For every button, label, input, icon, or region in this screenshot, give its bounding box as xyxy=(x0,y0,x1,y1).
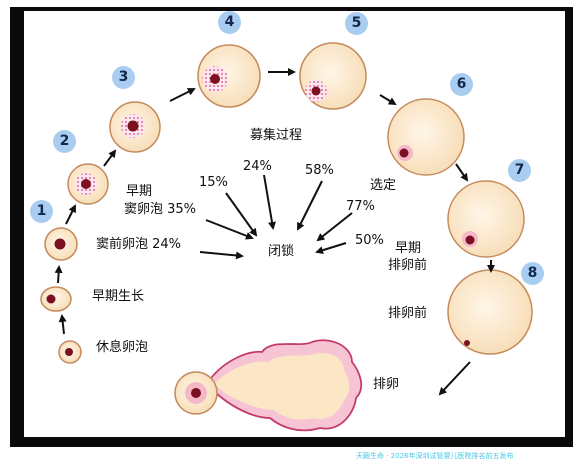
ruptured-follicle xyxy=(174,339,363,432)
label-pct-58: 58% xyxy=(305,163,334,178)
label-selection: 选定 xyxy=(370,178,397,193)
stage-badge-4: 4 xyxy=(218,11,241,34)
label-pct-77: 77% xyxy=(346,199,375,214)
label-pct-50: 50% xyxy=(355,233,384,248)
growth-arrows xyxy=(54,68,495,396)
stage-badge-5: 5 xyxy=(345,12,368,35)
atresia-arrows xyxy=(199,174,353,260)
follicle-preantral xyxy=(44,227,78,261)
label-pct-15: 15% xyxy=(199,175,228,190)
label-resting: 休息卵泡 xyxy=(96,340,149,355)
follicle-early-antral xyxy=(67,163,109,205)
label-early-preovulatory-line2: 排卵前 xyxy=(388,258,428,273)
label-pct-24: 24% xyxy=(243,159,272,174)
follicle-stage-4 xyxy=(197,44,261,108)
stage-badge-1: 1 xyxy=(30,200,53,223)
follicle-stage-5 xyxy=(299,42,367,110)
follicle-stage-6 xyxy=(387,98,465,176)
follicle-stage-8 xyxy=(447,269,533,355)
follicle-early-growth xyxy=(40,286,72,312)
stage-badge-3: 3 xyxy=(112,66,135,89)
label-early-antral-line1: 早期 xyxy=(126,184,153,199)
stage-badge-8: 8 xyxy=(521,262,544,285)
label-preovulatory: 排卵前 xyxy=(388,306,428,321)
label-early-preovulatory-line1: 早期 xyxy=(395,241,422,256)
follicle-stage-3 xyxy=(109,101,161,153)
follicle-resting xyxy=(58,340,82,364)
watermark: 天籁生命 · 2026年深圳试管婴儿医院排名前五发布 xyxy=(356,452,514,460)
label-ovulation: 排卵 xyxy=(373,377,400,392)
label-preantral: 窦前卵泡 24% xyxy=(96,237,182,252)
stage-badge-6: 6 xyxy=(450,73,473,96)
label-recruitment: 募集过程 xyxy=(250,128,303,143)
label-atresia: 闭锁 xyxy=(268,244,295,259)
stage-badge-7: 7 xyxy=(508,159,531,182)
label-early-antral-line2: 窦卵泡 35% xyxy=(124,202,197,217)
label-early-growth: 早期生长 xyxy=(92,289,145,304)
follicle-stage-7 xyxy=(447,180,525,258)
stage-badge-2: 2 xyxy=(53,130,76,153)
